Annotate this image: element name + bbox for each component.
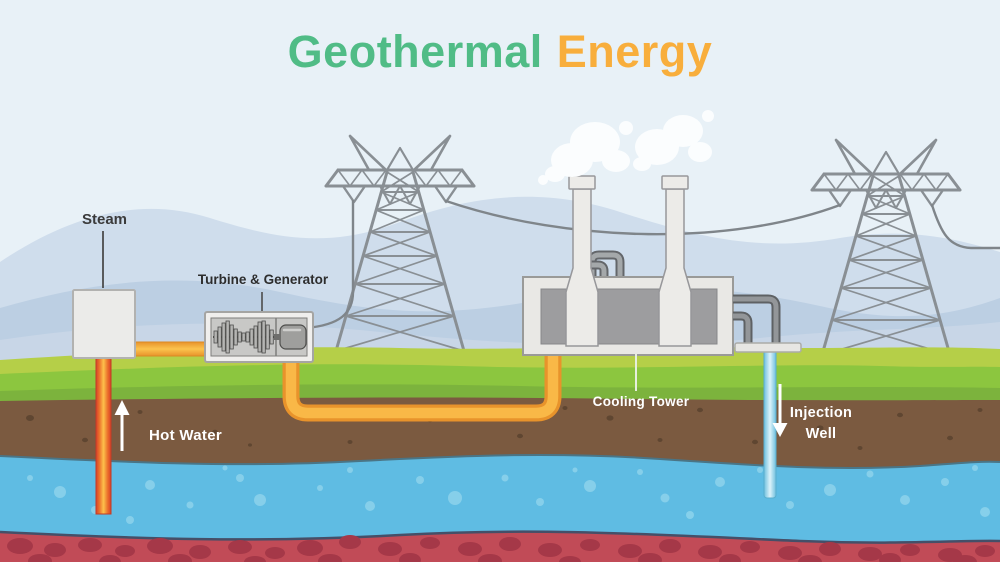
- cooling-tower-plant: [522, 175, 802, 356]
- wire-generator-to-tower1: [304, 199, 355, 330]
- cooling-tower-label: Cooling Tower: [592, 394, 690, 409]
- hot-water-up-arrow: [114, 400, 130, 451]
- ground-layers: [0, 346, 1000, 562]
- page-title: Geothermal Energy: [0, 26, 1000, 78]
- water-top-line: [0, 453, 1000, 470]
- chimney-1: [565, 175, 599, 347]
- magma-top-line: [0, 530, 1000, 544]
- steam-separator-box: [72, 289, 136, 359]
- steam-label: Steam: [82, 211, 128, 228]
- water-layer: [0, 454, 1000, 562]
- water-bubbles: [27, 465, 990, 524]
- injection-well-label-line1: Injection: [789, 405, 853, 421]
- hot-water-label: Hot Water: [149, 427, 222, 444]
- steam-puffs: [538, 110, 714, 185]
- wire-tower1-to-tower2: [444, 199, 842, 236]
- injection-well-label-line2: Well: [805, 426, 837, 442]
- injection-down-arrow: [772, 384, 788, 437]
- pipes-to-injection-well: [733, 294, 781, 344]
- chimney-2: [658, 175, 692, 347]
- underground-pipe-turbine-to-cooling: [282, 350, 562, 422]
- wire-tower2-offscreen: [930, 203, 1000, 250]
- turbine-blades: [213, 320, 274, 354]
- injection-well-label: Injection Well: [774, 403, 868, 445]
- magma-stones: [7, 535, 995, 562]
- turbine-generator-unit: [204, 311, 314, 363]
- power-grid: [304, 134, 1000, 357]
- steam-pipe-to-turbine: [129, 341, 211, 357]
- generator-body: [279, 324, 307, 350]
- turbine-generator-label: Turbine & Generator: [197, 272, 329, 287]
- injection-well-pad: [734, 342, 802, 353]
- hot-water-riser-pipe: [95, 355, 112, 515]
- title-word-energy: Energy: [556, 26, 713, 77]
- title-word-geothermal: Geothermal: [287, 26, 543, 77]
- annotations: [102, 231, 788, 451]
